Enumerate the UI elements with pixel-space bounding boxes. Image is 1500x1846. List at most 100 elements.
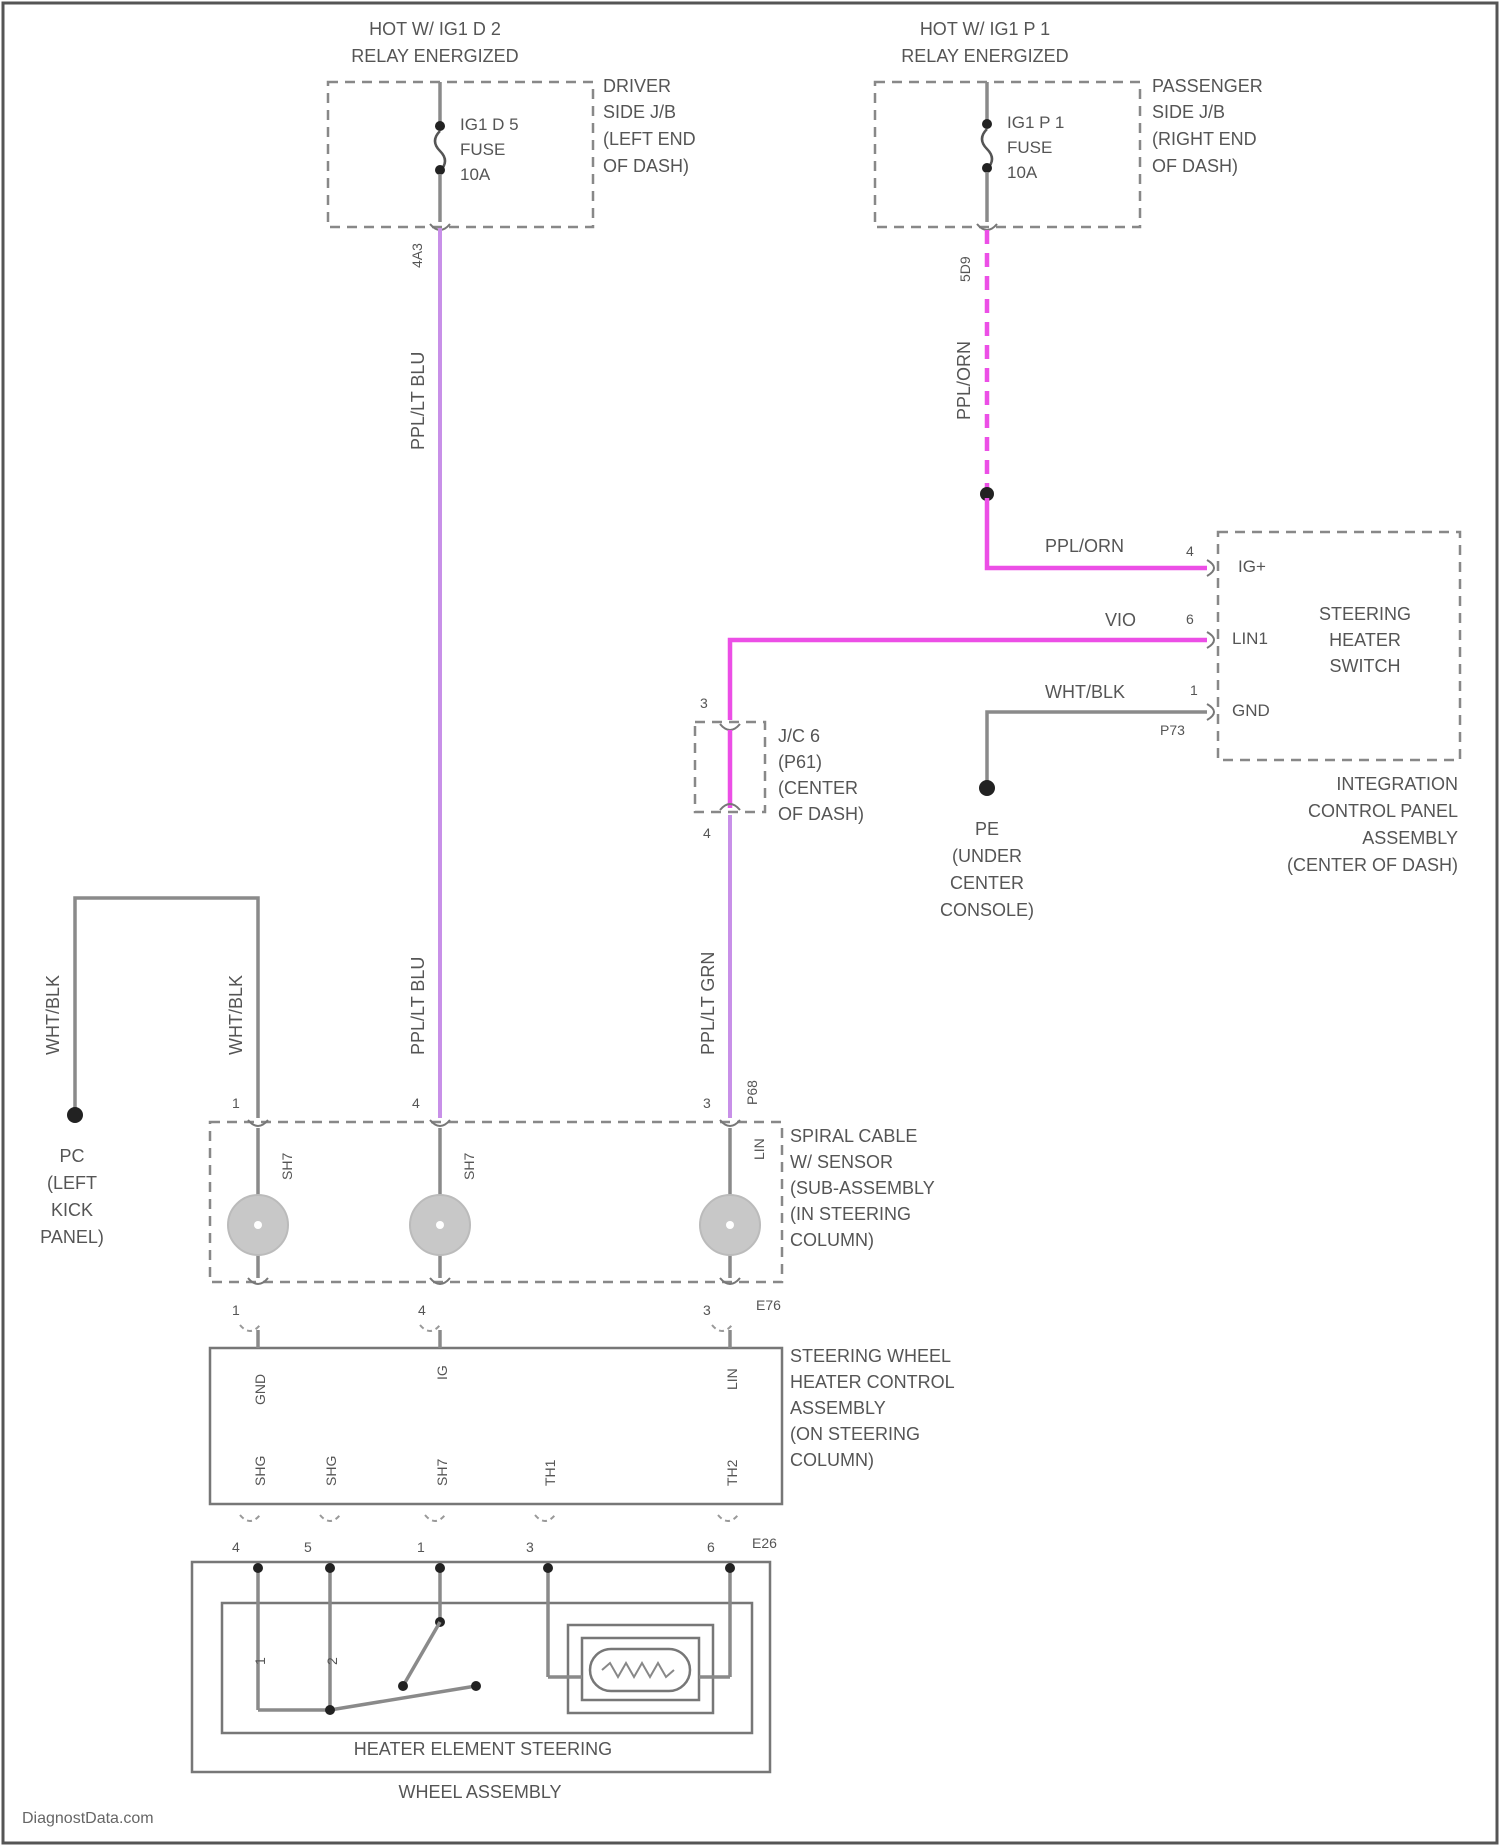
element-pin-1: 1 [252, 1657, 268, 1665]
vio-lin-wire [730, 640, 1207, 720]
switch-title-3: SWITCH [1330, 656, 1401, 676]
ground-wire-label-a: WHT/BLK [43, 975, 63, 1055]
heating-element-coil [590, 1649, 690, 1691]
left-wire-label-lower: PPL/LT BLU [408, 957, 428, 1055]
left-fuse-name: IG1 D 5 [460, 115, 519, 134]
hc-label-5: COLUMN) [790, 1450, 874, 1470]
left-source-line-1: HOT W/ IG1 D 2 [369, 19, 501, 39]
hc-top-pin-gnd: GND [252, 1374, 268, 1405]
jc-pin-bottom: 4 [703, 825, 711, 841]
left-source-line-2: RELAY ENERGIZED [351, 46, 518, 66]
junction-connector: 3 4 J/C 6 (P61) (CENTER OF DASH) [695, 695, 864, 841]
switch-title-1: STEERING [1319, 604, 1411, 624]
spiral-top-pin-3: 3 [703, 1095, 711, 1111]
switch-title-2: HEATER [1329, 630, 1401, 650]
switch-pin-lin-num: 6 [1186, 611, 1194, 627]
switch-pin-ig: IG+ [1238, 557, 1266, 576]
heater-control-outline [210, 1348, 782, 1504]
hc-bottom-pin-3: SH7 [434, 1459, 450, 1486]
spiral-bottom-pin-1: 1 [232, 1302, 240, 1318]
pc-label-1: PC [59, 1146, 84, 1166]
left-jb-line-4: OF DASH) [603, 156, 689, 176]
right-connector-id: 5D9 [957, 256, 973, 282]
spiral-label-5: COLUMN) [790, 1230, 874, 1250]
hc-label-4: (ON STEERING [790, 1424, 920, 1444]
spiral-pin-name-3: LIN [751, 1138, 767, 1160]
switch-pin-ig-num: 4 [1186, 543, 1194, 559]
right-fuse-name: IG1 P 1 [1007, 113, 1064, 132]
hc-connector: E26 [752, 1535, 777, 1551]
spiral-label-2: W/ SENSOR [790, 1152, 893, 1172]
steering-wheel-heater-control: GND IG LIN SHG SHG SH7 TH1 TH2 STEERING … [210, 1330, 955, 1555]
spiral-pin-name-2: SH7 [461, 1153, 477, 1180]
heater-element-label-2: WHEEL ASSEMBLY [398, 1782, 561, 1802]
ig-wire-label: PPL/ORN [1045, 536, 1124, 556]
left-wire-label-upper: PPL/LT BLU [408, 352, 428, 450]
spiral-outline [210, 1122, 782, 1282]
gnd-wire-label: WHT/BLK [1045, 682, 1125, 702]
right-jb-line-4: OF DASH) [1152, 156, 1238, 176]
spiral-cable-assembly: 1 4 3 SH7 SH7 LIN SPIRAL CABLE W/ SENSOR… [210, 1095, 935, 1331]
heater-element-assembly: 1 2 HEATER ELEMENT STEERING WHEEL ASSEMB… [192, 1562, 770, 1802]
jc-label-4: OF DASH) [778, 804, 864, 824]
switch-connector-id: P73 [1160, 722, 1185, 738]
vio-wire-label: VIO [1105, 610, 1136, 630]
panel-location-2: CONTROL PANEL [1308, 801, 1458, 821]
hc-label-2: HEATER CONTROL [790, 1372, 955, 1392]
jc-label-3: (CENTER [778, 778, 858, 798]
right-fuse-type: FUSE [1007, 138, 1052, 157]
hc-bottom-pin-1: SHG [252, 1456, 268, 1486]
ground-pc-dot [67, 1107, 83, 1123]
right-fuse-rating: 10A [1007, 163, 1038, 182]
spiral-bottom-connector: E76 [756, 1297, 781, 1313]
heater-switch-blade [403, 1622, 440, 1686]
hc-label-1: STEERING WHEEL [790, 1346, 951, 1366]
panel-location-4: (CENTER OF DASH) [1287, 855, 1458, 875]
heating-element-zigzag [602, 1663, 674, 1677]
pc-label-3: KICK [51, 1200, 93, 1220]
hc-bottom-num-5: 6 [707, 1539, 715, 1555]
spiral-bottom-pin-2: 4 [418, 1302, 426, 1318]
jc-label-2: (P61) [778, 752, 822, 772]
left-fuse-rating: 10A [460, 165, 491, 184]
hc-bottom-pin-5: TH2 [724, 1459, 740, 1486]
heater-switch-contact-b [471, 1681, 481, 1691]
element-pin-2: 2 [324, 1657, 340, 1665]
pe-label-2: (UNDER [952, 846, 1022, 866]
hc-bottom-num-1: 4 [232, 1539, 240, 1555]
grn-wire-label: PPL/LT GRN [698, 952, 718, 1055]
spiral-pin-name-1: SH7 [279, 1153, 295, 1180]
switch-pin-gnd: GND [1232, 701, 1270, 720]
spiral-label-3: (SUB-ASSEMBLY [790, 1178, 935, 1198]
hc-bottom-pin-2: SHG [323, 1456, 339, 1486]
spiral-top-pin-2: 4 [412, 1095, 420, 1111]
hc-bottom-num-4: 3 [526, 1539, 534, 1555]
pe-label-1: PE [975, 819, 999, 839]
left-jb-line-3: (LEFT END [603, 129, 696, 149]
hc-label-3: ASSEMBLY [790, 1398, 886, 1418]
element-bus [258, 1686, 476, 1710]
left-jb-line-1: DRIVER [603, 76, 671, 96]
pe-label-4: CONSOLE) [940, 900, 1034, 920]
steering-heater-switch: 4 IG+ 6 LIN1 1 GND P73 STEERING HEATER S… [1160, 532, 1460, 875]
jc-pin-top: 3 [700, 695, 708, 711]
hc-top-pin-lin: LIN [724, 1368, 740, 1390]
driver-side-fuse-block: HOT W/ IG1 D 2 RELAY ENERGIZED IG1 D 5 F… [328, 19, 696, 268]
panel-location-3: ASSEMBLY [1362, 828, 1458, 848]
ppl-orn-ig-wire [987, 498, 1207, 568]
left-jb-line-2: SIDE J/B [603, 102, 676, 122]
switch-pin-gnd-num: 1 [1190, 682, 1198, 698]
ground-pe-dot [979, 780, 995, 796]
hc-bottom-num-2: 5 [304, 1539, 312, 1555]
pe-label-3: CENTER [950, 873, 1024, 893]
right-jb-line-1: PASSENGER [1152, 76, 1263, 96]
hc-bottom-num-3: 1 [417, 1539, 425, 1555]
right-jb-line-3: (RIGHT END [1152, 129, 1257, 149]
pc-label-4: PANEL) [40, 1227, 104, 1247]
right-source-line-2: RELAY ENERGIZED [901, 46, 1068, 66]
jc-label-1: J/C 6 [778, 726, 820, 746]
hc-top-pin-ig: IG [434, 1365, 450, 1380]
right-wire-label-upper: PPL/ORN [954, 341, 974, 420]
spiral-top-pin-1: 1 [232, 1095, 240, 1111]
